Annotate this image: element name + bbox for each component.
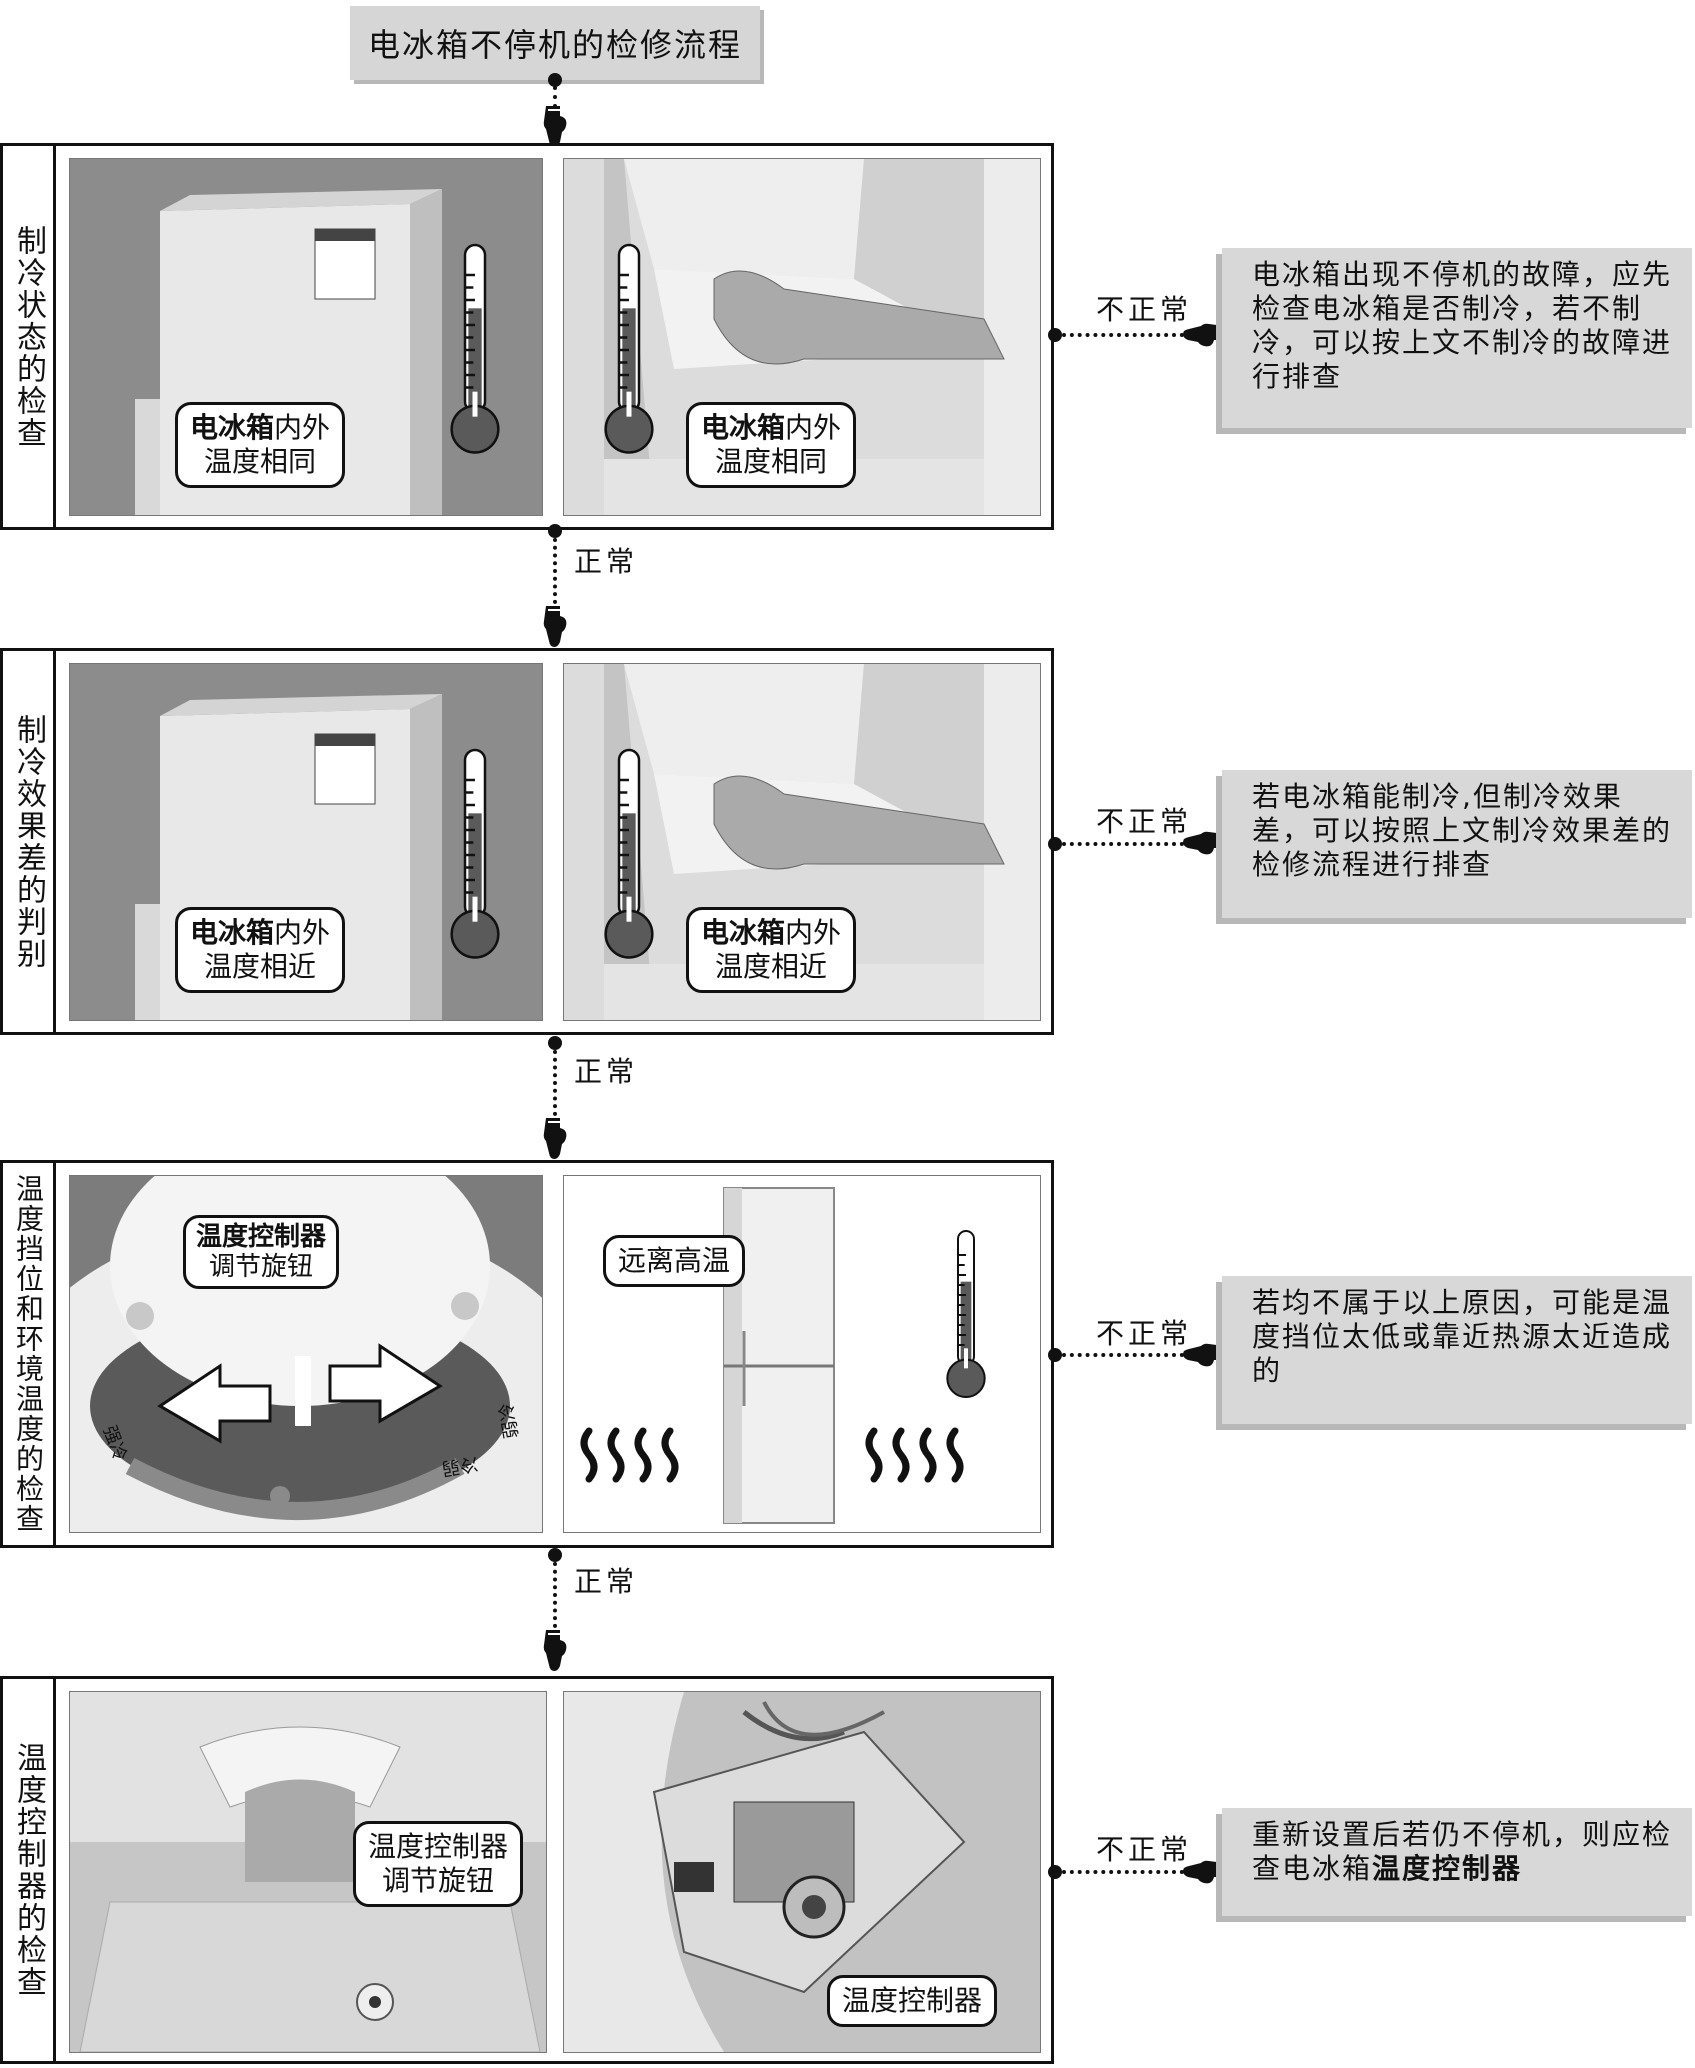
abnormal-label: 不正常 <box>1096 293 1193 326</box>
temp-callout: 电冰箱内外温度相同 <box>175 402 346 488</box>
connector-dot <box>548 524 562 538</box>
temp-callout: 电冰箱内外温度相近 <box>175 907 346 993</box>
connector-dot <box>1048 328 1062 342</box>
connector-line <box>553 538 557 604</box>
step-label: 温度控制器的检查 <box>3 1679 56 2061</box>
step-label: 制冷效果差的判别 <box>3 651 56 1032</box>
thermometer-icon <box>450 726 500 984</box>
thermometer-icon <box>450 221 500 479</box>
note-box: 电冰箱出现不停机的故障，应先检查电冰箱是否制冷，若不制冷，可以按上文不制冷的故障… <box>1222 248 1692 428</box>
connector-dot <box>1048 837 1062 851</box>
connector-line <box>1062 842 1184 846</box>
note-box: 若电冰箱能制冷,但制冷效果差，可以按照上文制冷效果差的检修流程进行排查 <box>1222 770 1692 918</box>
hand-pointer-down-icon <box>540 104 570 148</box>
thermostat-callout: 温度控制器 <box>827 1975 998 2027</box>
connector-line <box>1062 1353 1184 1357</box>
hand-pointer-left-icon <box>1182 320 1226 350</box>
step-label: 温度挡位和环境温度的检查 <box>3 1163 56 1545</box>
connector-line <box>553 86 557 108</box>
hand-pointer-down-icon <box>540 1628 570 1672</box>
connector-line <box>1062 1870 1184 1874</box>
away-from-heat-callout: 远离高温 <box>603 1235 746 1287</box>
step-row-3: 温度挡位和环境温度的检查 强冷 弱冷 冷弱 温度控制器调节旋钮 <box>0 1160 1054 1548</box>
knob-callout: 温度控制器调节旋钮 <box>183 1215 340 1289</box>
connector-dot <box>1048 1865 1062 1879</box>
note-box: 重新设置后若仍不停机，则应检查电冰箱温度控制器 <box>1222 1808 1692 1916</box>
flow-title: 电冰箱不停机的检修流程 <box>350 6 760 80</box>
normal-label: 正常 <box>574 545 639 578</box>
abnormal-label: 不正常 <box>1096 1317 1193 1350</box>
hand-pointer-down-icon <box>540 604 570 648</box>
connector-line <box>1062 333 1184 337</box>
temp-callout: 电冰箱内外温度相同 <box>686 402 857 488</box>
hand-pointer-left-icon <box>1182 828 1226 858</box>
note-box: 若均不属于以上原因，可能是温度挡位太低或靠近热源太近造成的 <box>1222 1276 1692 1424</box>
normal-label: 正常 <box>574 1055 639 1088</box>
thermometer-icon <box>604 221 654 479</box>
connector-line <box>553 1562 557 1628</box>
connector-line <box>553 1050 557 1116</box>
abnormal-label: 不正常 <box>1096 805 1193 838</box>
knob-callout: 温度控制器调节旋钮 <box>353 1821 524 1907</box>
thermometer-icon <box>604 726 654 984</box>
connector-dot <box>548 1036 562 1050</box>
step-row-1: 制冷状态的检查 电冰箱内外温度相同 电冰箱内外温度相同 <box>0 143 1054 530</box>
hand-pointer-left-icon <box>1182 1340 1226 1370</box>
hand-pointer-down-icon <box>540 1116 570 1160</box>
fridge-away-from-heat-illustration <box>563 1175 1041 1533</box>
step-label: 制冷状态的检查 <box>3 146 56 527</box>
temp-callout: 电冰箱内外温度相近 <box>686 907 857 993</box>
abnormal-label: 不正常 <box>1096 1833 1193 1866</box>
connector-dot <box>548 1548 562 1562</box>
thermometer-icon <box>946 1220 986 1410</box>
step-row-4: 温度控制器的检查 温度控制器调节旋钮 温度控制器 <box>0 1676 1054 2064</box>
connector-dot <box>1048 1348 1062 1362</box>
connector-dot <box>548 73 562 87</box>
normal-label: 正常 <box>574 1565 639 1598</box>
hand-pointer-left-icon <box>1182 1857 1226 1887</box>
step-row-2: 制冷效果差的判别 电冰箱内外温度相近 电冰箱内外温度相近 <box>0 648 1054 1035</box>
